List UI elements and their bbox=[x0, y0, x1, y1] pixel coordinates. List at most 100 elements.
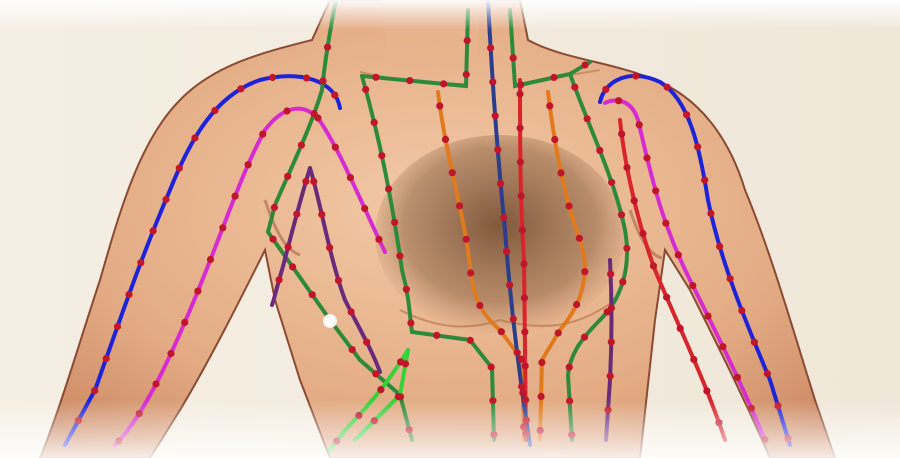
acupoint bbox=[677, 325, 684, 332]
acupoint bbox=[348, 308, 355, 315]
acupoint bbox=[519, 389, 526, 396]
acupoint bbox=[449, 169, 456, 176]
acupoint bbox=[520, 260, 527, 267]
acupoint bbox=[636, 121, 643, 128]
acupoint bbox=[503, 248, 510, 255]
acupoint bbox=[302, 178, 309, 185]
acupoint bbox=[440, 80, 447, 87]
acupoint bbox=[516, 90, 523, 97]
acupoint bbox=[518, 383, 525, 390]
acupoint bbox=[521, 328, 528, 335]
acupoint bbox=[650, 262, 657, 269]
acupoint bbox=[269, 236, 276, 243]
acupoint bbox=[719, 343, 726, 350]
top-fade bbox=[0, 0, 900, 30]
acupoint bbox=[396, 252, 403, 259]
acupoint bbox=[581, 334, 588, 341]
acupoint bbox=[619, 278, 626, 285]
acupoint bbox=[372, 74, 379, 81]
acupoint bbox=[402, 360, 409, 367]
acupoint bbox=[727, 275, 734, 282]
acupoint bbox=[607, 270, 614, 277]
acupoint bbox=[546, 102, 553, 109]
acupoint bbox=[707, 210, 714, 217]
acupoint bbox=[152, 380, 159, 387]
acupoint bbox=[283, 107, 290, 114]
acupoint bbox=[385, 185, 392, 192]
acupoint bbox=[623, 164, 630, 171]
bottom-fade bbox=[0, 400, 900, 458]
acupoint bbox=[331, 92, 338, 99]
acupoint bbox=[347, 174, 354, 181]
acupoint bbox=[518, 356, 525, 363]
acupoint bbox=[375, 236, 382, 243]
acupoint bbox=[467, 269, 474, 276]
acupoint bbox=[675, 251, 682, 258]
acupoint bbox=[137, 259, 144, 266]
acupoint bbox=[324, 44, 331, 51]
acupoint bbox=[181, 319, 188, 326]
acupoint bbox=[237, 85, 244, 92]
acupoint bbox=[284, 173, 291, 180]
acupoint bbox=[162, 196, 169, 203]
acupoint bbox=[618, 211, 625, 218]
acupoint bbox=[555, 329, 562, 336]
acupoint bbox=[176, 165, 183, 172]
acupoint bbox=[349, 346, 356, 353]
acupoint bbox=[232, 193, 239, 200]
acupoint bbox=[500, 214, 507, 221]
acupoint bbox=[309, 291, 316, 298]
acupoint bbox=[456, 202, 463, 209]
acupoint bbox=[639, 230, 646, 237]
acupoint bbox=[565, 202, 572, 209]
acupoint bbox=[303, 74, 310, 81]
acupoint bbox=[406, 77, 413, 84]
acupoint bbox=[497, 180, 504, 187]
acupoint bbox=[492, 112, 499, 119]
acupoint bbox=[403, 286, 410, 293]
acupoint bbox=[683, 111, 690, 118]
acupoint bbox=[194, 288, 201, 295]
acupoint bbox=[517, 124, 524, 131]
highlight-point bbox=[324, 315, 336, 327]
acupoint bbox=[361, 205, 368, 212]
acupoint bbox=[114, 323, 121, 330]
acupoint bbox=[219, 224, 226, 231]
acupoint bbox=[442, 136, 449, 143]
acupoint bbox=[581, 61, 588, 68]
acupoint bbox=[596, 147, 603, 154]
acupoint bbox=[150, 227, 157, 234]
acupoint bbox=[514, 349, 521, 356]
acupoint bbox=[298, 142, 305, 149]
acupoint bbox=[643, 154, 650, 161]
acupoint bbox=[464, 37, 471, 44]
acupoint bbox=[463, 71, 470, 78]
acupoint bbox=[207, 256, 214, 263]
acupoint bbox=[371, 119, 378, 126]
acupoint bbox=[618, 130, 625, 137]
acupoint bbox=[276, 276, 283, 283]
acupoint bbox=[551, 136, 558, 143]
acupoint bbox=[463, 236, 470, 243]
acupoint bbox=[319, 77, 326, 84]
acupoint bbox=[518, 192, 525, 199]
acupoint bbox=[125, 291, 132, 298]
acupoint bbox=[716, 243, 723, 250]
acupoint bbox=[521, 294, 528, 301]
acupoint bbox=[311, 110, 318, 117]
acupoint bbox=[487, 44, 494, 51]
acupoint bbox=[395, 393, 402, 400]
acupoint bbox=[550, 74, 557, 81]
acupoint bbox=[538, 359, 545, 366]
acupoint bbox=[764, 370, 771, 377]
acupoint bbox=[488, 363, 495, 370]
acupoint bbox=[326, 244, 333, 251]
acupoint bbox=[522, 362, 529, 369]
acupoint bbox=[519, 226, 526, 233]
acupoint bbox=[738, 307, 745, 314]
acupoint bbox=[378, 152, 385, 159]
acupoint bbox=[694, 143, 701, 150]
acupoint bbox=[576, 235, 583, 242]
acupoint bbox=[701, 177, 708, 184]
acupoint bbox=[245, 161, 252, 168]
